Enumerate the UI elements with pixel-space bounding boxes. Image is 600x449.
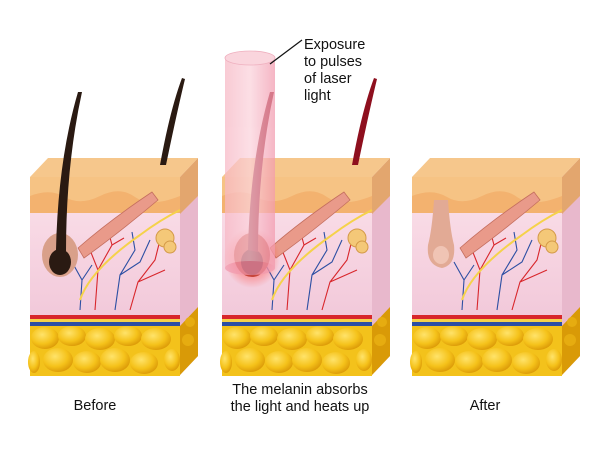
- callout-line: Exposure: [304, 37, 366, 53]
- skin-top-surface: [30, 158, 198, 177]
- laser-callout-text: Exposure to pulses of laser light: [304, 37, 424, 105]
- caption-line: After: [469, 398, 501, 414]
- caption-before: Before: [50, 398, 140, 415]
- callout-line: to pulses: [304, 54, 363, 70]
- panel-after: [410, 158, 580, 376]
- hair-shaft: [56, 92, 82, 252]
- caption-after: After: [440, 398, 530, 415]
- arrector-muscle: [77, 191, 159, 259]
- laser-beam: [224, 50, 276, 275]
- callout-line: light: [304, 88, 331, 104]
- caption-line: Before: [73, 398, 117, 414]
- callout-leader-line: [269, 39, 303, 65]
- caption-line: the light and heats up: [230, 399, 370, 415]
- second-hair-shaft: [160, 78, 185, 165]
- panel-before: [28, 78, 198, 376]
- caption-line: The melanin absorbs: [232, 382, 368, 398]
- caption-laser: The melanin absorbs the light and heats …: [190, 382, 410, 416]
- panel-laser: [220, 39, 390, 376]
- callout-line: of laser: [304, 71, 352, 87]
